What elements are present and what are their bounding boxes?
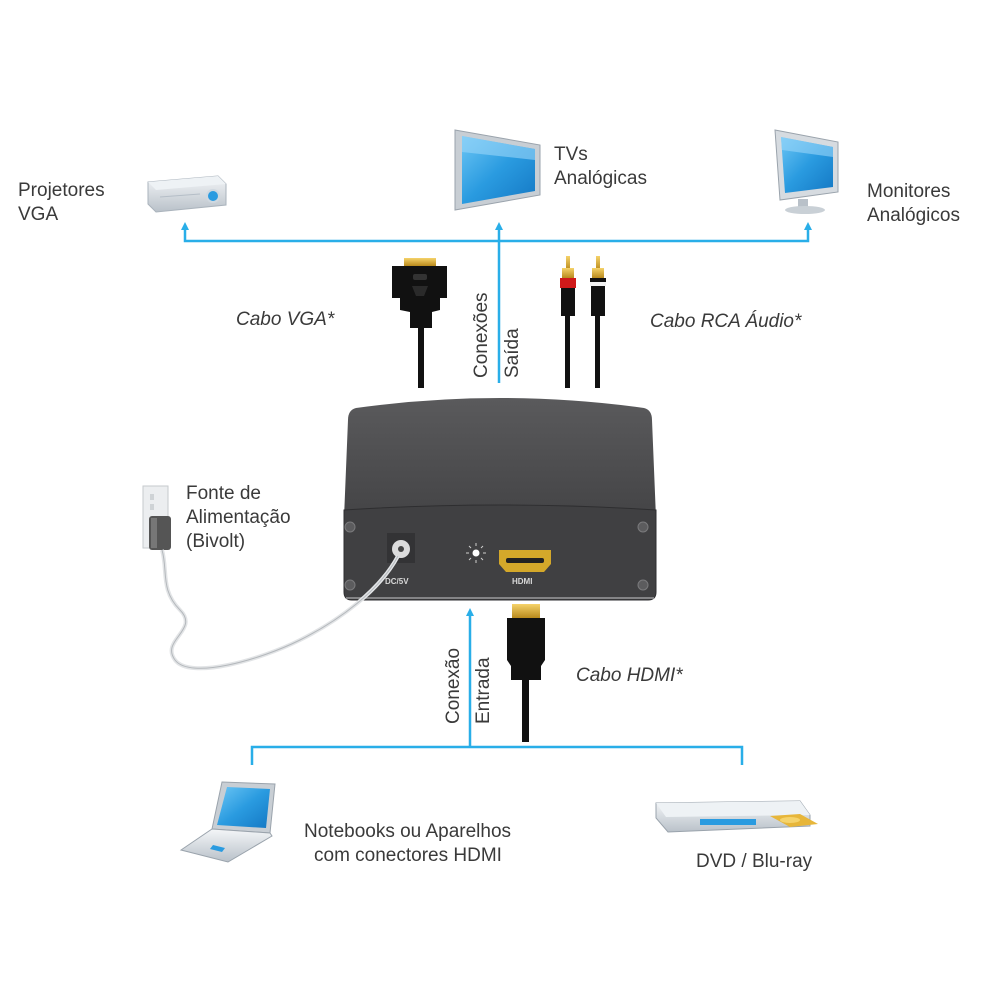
led-indicator-icon [466,543,486,563]
vga-cable-icon [392,258,447,388]
arrow-up-icon [466,608,474,616]
notebook-label-line: Notebooks ou Aparelhos [304,821,512,842]
hdmi-cable-icon [507,604,545,742]
dvd-player-icon [655,800,818,833]
tv-label-line: TVs [554,144,588,165]
screw-icon [344,521,356,533]
laptop-icon [179,781,276,863]
monitor-label-line: Monitores [867,181,951,202]
input-connection-lines [250,612,744,765]
output-connection-label: Conexões [471,292,492,378]
screws [344,521,649,591]
screw-icon [344,579,356,591]
monitor-label-line: Analógicos [867,205,960,226]
rca-cable-icon [560,256,606,388]
tv-label-line: Analógicas [554,168,647,189]
input-connection-label: Conexão [443,647,464,724]
screw-icon [637,521,649,533]
power-supply-icon [142,485,400,671]
power-supply-label: Fonte de Alimentação (Bivolt) [186,482,291,554]
power-supply-label-line: (Bivolt) [186,531,246,552]
arrow-up-icon [181,222,189,230]
output-connection-sublabel: Saída [502,328,523,378]
notebook-label: Notebooks ou Aparelhos com conectores HD… [304,820,511,868]
screw-icon [637,579,649,591]
output-connection-lines [183,226,810,383]
projector-label-line: Projetores [18,180,105,201]
vga-cable-label: Cabo VGA* [236,309,335,330]
arrow-up-icon [804,222,812,230]
power-port-label: DC/5V [385,577,409,586]
tv-label: TVs Analógicas [554,143,647,191]
arrow-heads-top [181,222,812,230]
rca-cable-label: Cabo RCA Áudio* [650,311,802,332]
input-connection-sublabel: Entrada [473,657,494,724]
projector-icon [147,175,227,213]
power-supply-label-line: Alimentação [186,507,291,528]
hdmi-cable-label: Cabo HDMI* [576,665,683,686]
notebook-label-line: com conectores HDMI [314,845,502,866]
dvd-label: DVD / Blu-ray [696,851,813,872]
projector-label: Projetores VGA [18,179,105,227]
monitor-icon [774,129,839,214]
monitor-label: Monitores Analógicos [867,180,960,228]
arrow-up-icon [495,222,503,230]
tv-icon [454,129,541,211]
converter-device [343,398,657,601]
power-supply-label-line: Fonte de [186,483,261,504]
projector-label-line: VGA [18,204,59,225]
hdmi-port-label: HDMI [512,577,533,586]
